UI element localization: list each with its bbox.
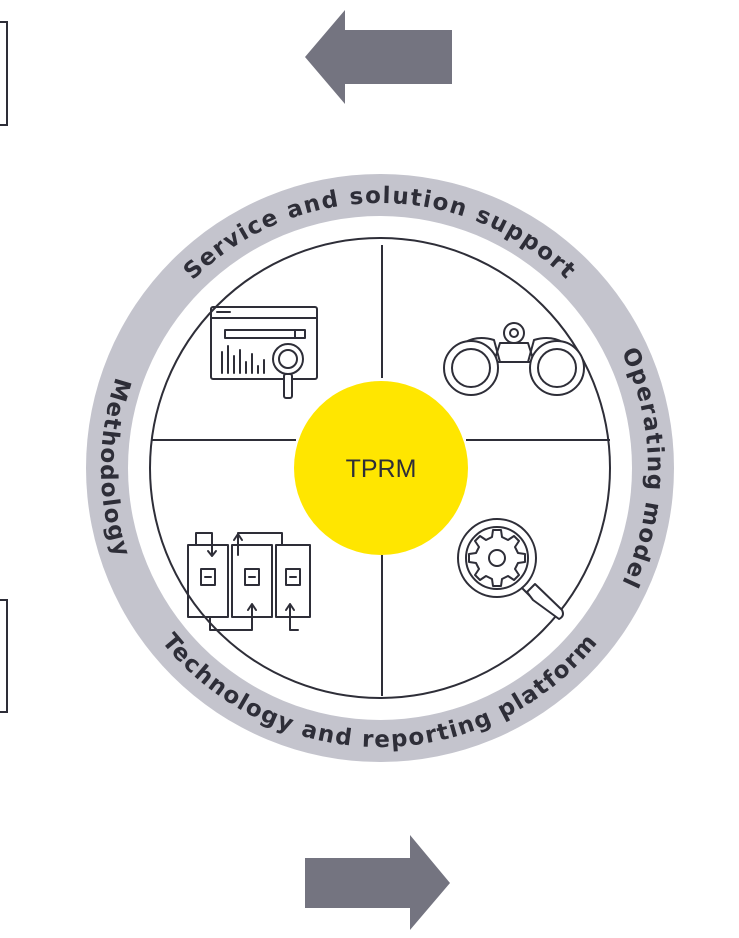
- gear-search-icon: [457, 518, 564, 620]
- center-circle: [294, 381, 468, 555]
- left-edge-frames: [0, 21, 8, 713]
- analytics-dashboard-search-icon: [210, 306, 318, 399]
- right-arrow-icon: [305, 835, 450, 930]
- left-arrow-icon: [305, 10, 452, 104]
- center-label: TPRM: [346, 455, 417, 483]
- binoculars-icon: [443, 322, 585, 396]
- quadrant-dividers: [152, 245, 610, 696]
- process-flow-icon: [187, 532, 311, 631]
